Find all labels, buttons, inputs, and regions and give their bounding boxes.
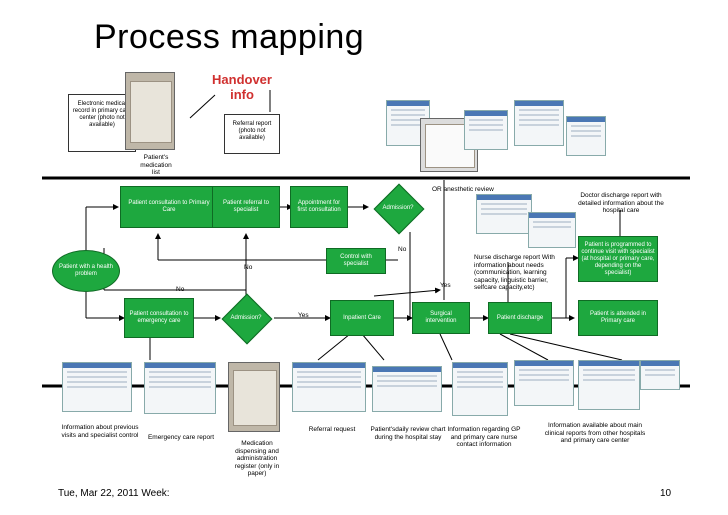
referral-report-document: Referral report (photo not available)	[224, 114, 280, 154]
referral-report-text: Referral report (photo not available)	[232, 121, 272, 141]
screenshot-bottom-4	[372, 366, 442, 412]
caption-main-reports: Information available about main clinica…	[544, 422, 646, 444]
footer-date: Tue, Mar 22, 2011 Week:	[58, 488, 170, 499]
box-referral-specialist: Patient referral to specialist	[212, 186, 280, 228]
screenshot-bottom-1	[62, 362, 132, 412]
caption-medication-register: Medication dispensing and administration…	[234, 440, 280, 477]
screenshot-bottom-3	[292, 362, 366, 412]
medication-list-photo	[125, 72, 175, 150]
edge-label-no-1: No	[398, 246, 407, 253]
caption-previous-visits: Information about previous visits and sp…	[61, 424, 139, 439]
box-programmed: Patient is programmed to continue visit …	[578, 236, 658, 282]
diamond-admission-top-label: Admission?	[382, 205, 414, 211]
emr-document-text: Electronic medical record in primary car…	[72, 101, 132, 128]
start-oval: Patient with a health problem	[52, 250, 120, 292]
doctor-discharge-label: Doctor discharge report with detailed in…	[578, 192, 664, 214]
diamond-admission-bottom: Admission?	[221, 293, 273, 345]
box-control-specialist: Control with specialist	[326, 248, 386, 274]
medication-list-caption: Patient's medication list	[140, 154, 172, 176]
screenshot-top-2	[464, 110, 508, 150]
caption-daily-review: Patient'sdaily review chart during the h…	[370, 426, 446, 441]
caption-gp-info: Information regarding GP and primary car…	[447, 426, 521, 448]
edge-label-no-2: No	[244, 264, 253, 271]
nurse-discharge-label: Nurse discharge report With information …	[474, 254, 555, 291]
screenshot-top-3	[514, 100, 564, 146]
screenshot-bottom-5	[452, 362, 508, 416]
screenshot-bottom-2	[144, 362, 216, 414]
box-consultation-emergency: Patient consultation to emergency care	[124, 298, 194, 338]
box-inpatient-care: Inpatient Care	[330, 300, 394, 336]
screenshot-top-4	[566, 116, 606, 156]
box-appointment: Appointment for first consultation	[290, 186, 348, 228]
diamond-admission-bottom-label: Admission?	[230, 315, 262, 321]
screenshot-bottom-7	[578, 360, 640, 410]
page-title: Process mapping	[94, 18, 365, 56]
diamond-admission-top: Admission?	[373, 183, 425, 235]
screenshot-bottom-6	[514, 360, 574, 406]
box-patient-discharge: Patient discharge	[488, 302, 552, 334]
screenshot-mid-2	[528, 212, 576, 248]
screenshot-bottom-8	[640, 360, 680, 390]
handover-label: Handover info	[212, 72, 272, 102]
edge-label-yes-1: Yes	[298, 312, 309, 319]
edge-label-yes-2: Yes	[440, 282, 451, 289]
caption-emergency-report: Emergency care report	[147, 434, 215, 441]
caption-referral-request: Referral request	[308, 426, 356, 433]
box-attended-primary: Patient is attended in Primary care	[578, 300, 658, 336]
box-consultation-primary: Patient consultation to Primary Care	[120, 186, 218, 228]
emr-document: Electronic medical record in primary car…	[68, 94, 136, 152]
edge-label-no-3: No	[176, 286, 185, 293]
or-anesthetic-label: OR anesthetic review	[432, 186, 494, 193]
screenshot-mid-1	[476, 194, 532, 234]
medication-register-photo	[228, 362, 280, 432]
box-surgical-intervention: Surgical intervention	[412, 302, 470, 334]
footer-page-number: 10	[660, 488, 672, 499]
